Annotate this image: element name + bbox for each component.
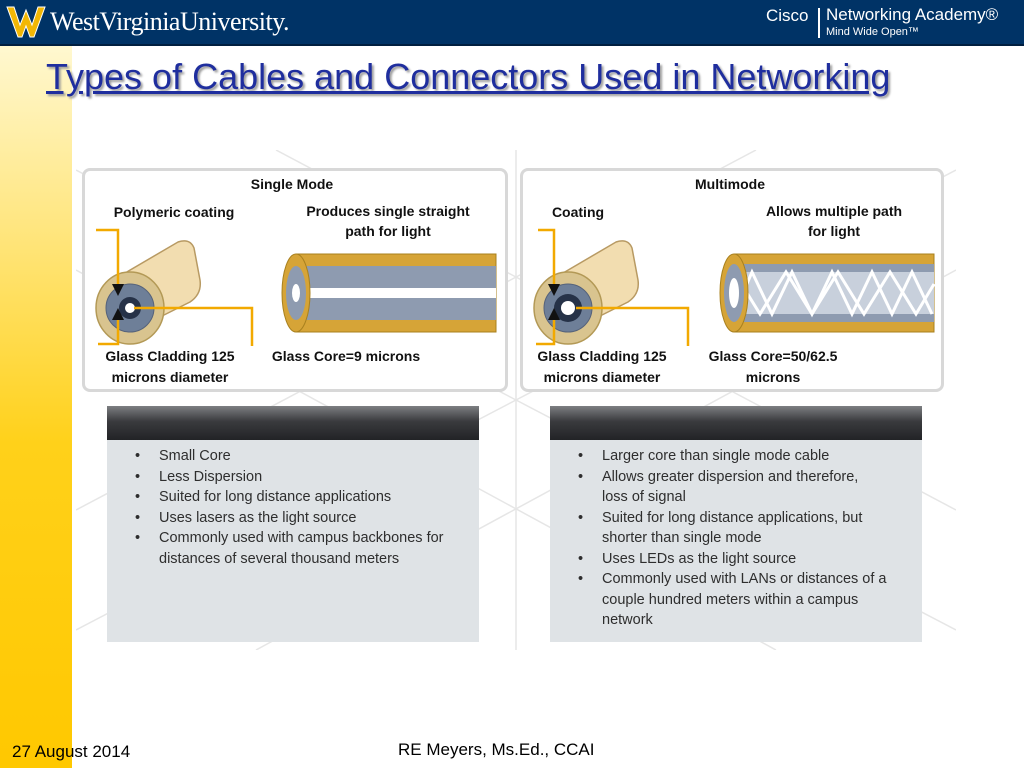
multimode-illustration bbox=[533, 228, 936, 346]
list-item: Allows greater dispersion and therefore,… bbox=[578, 467, 908, 508]
single-mode-info-box: Small Core Less Dispersion Suited for lo… bbox=[107, 406, 479, 642]
cisco-brand: Cisco bbox=[766, 6, 809, 25]
multimode-cable-end-icon bbox=[533, 240, 640, 345]
list-item: Uses LEDs as the light source bbox=[578, 549, 908, 570]
list-item: Small Core bbox=[135, 446, 479, 467]
multimode-cladding-label-line1: Glass Cladding 125 bbox=[537, 348, 667, 364]
single-mode-core-label: Glass Core=9 microns bbox=[271, 348, 421, 364]
slide-title: Types of Cables and Connectors Used in N… bbox=[46, 56, 891, 97]
multimode-info-header bbox=[550, 406, 922, 440]
top-banner: WestVirginiaUniversity. Cisco Networking… bbox=[0, 0, 1024, 46]
list-item: Suited for long distance applications, b… bbox=[578, 508, 908, 549]
left-decor-strip bbox=[0, 46, 72, 768]
single-mode-cable-end-icon bbox=[95, 240, 202, 345]
multimode-info-box: Larger core than single mode cable Allow… bbox=[550, 406, 922, 642]
list-item: Uses lasers as the light source bbox=[135, 508, 479, 529]
university-name: WestVirginiaUniversity. bbox=[50, 7, 290, 36]
wvu-logo-icon bbox=[6, 6, 46, 38]
single-mode-info-header bbox=[107, 406, 479, 440]
academy-name: Networking Academy® bbox=[826, 5, 999, 24]
footer-author: RE Meyers, Ms.Ed., CCAI bbox=[398, 740, 595, 759]
list-item: Larger core than single mode cable bbox=[578, 446, 908, 467]
list-item: Commonly used with LANs or distances of … bbox=[578, 569, 908, 631]
footer-date: 27 August 2014 bbox=[12, 742, 131, 761]
multimode-fiber-icon bbox=[719, 253, 936, 333]
multimode-bullet-list: Larger core than single mode cable Allow… bbox=[550, 440, 922, 631]
single-mode-cladding-label-line2: microns diameter bbox=[111, 369, 229, 385]
multimode-core-label-line1: Glass Core=50/62.5 bbox=[708, 348, 838, 364]
multimode-path-label-line2: for light bbox=[807, 223, 861, 239]
list-item: Less Dispersion bbox=[135, 467, 479, 488]
single-mode-illustration bbox=[95, 228, 497, 346]
single-mode-coating-label: Polymeric coating bbox=[113, 204, 235, 220]
single-mode-path-label-line1: Produces single straight bbox=[306, 203, 470, 219]
brand-divider bbox=[818, 8, 820, 38]
single-mode-heading: Single Mode bbox=[250, 176, 334, 192]
multimode-cladding-label-line2: microns diameter bbox=[543, 369, 661, 385]
academy-tagline: Mind Wide Open™ bbox=[826, 26, 919, 38]
single-mode-cladding-label-line1: Glass Cladding 125 bbox=[105, 348, 235, 364]
multimode-coating-label: Coating bbox=[551, 204, 605, 220]
single-mode-fiber-icon bbox=[281, 253, 497, 333]
multimode-path-label-line1: Allows multiple path bbox=[765, 203, 903, 219]
multimode-core-label-line2: microns bbox=[745, 369, 801, 385]
list-item: Commonly used with campus backbones for … bbox=[135, 528, 479, 569]
multimode-heading: Multimode bbox=[695, 176, 765, 192]
list-item: Suited for long distance applications bbox=[135, 487, 479, 508]
single-mode-bullet-list: Small Core Less Dispersion Suited for lo… bbox=[107, 440, 479, 569]
single-mode-path-label-line2: path for light bbox=[345, 223, 431, 239]
